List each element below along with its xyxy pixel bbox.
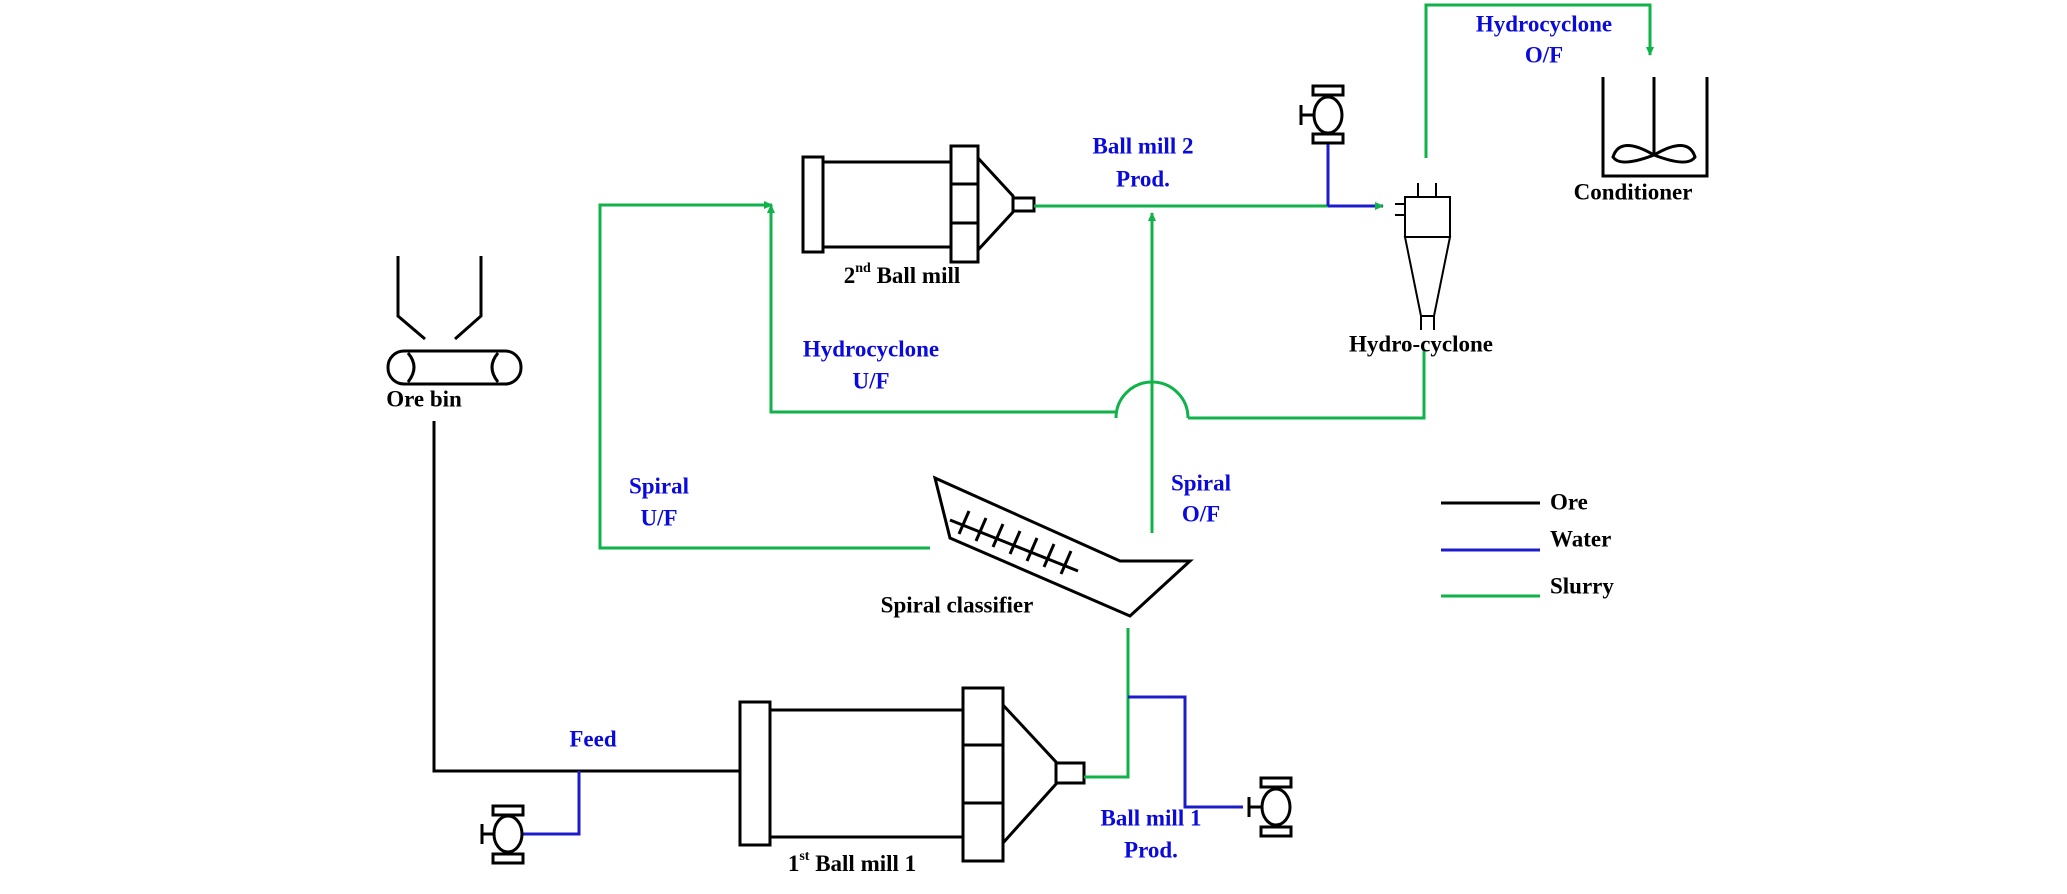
ball-mill-2-ordinal: 2 — [844, 263, 856, 288]
spiral-classifier — [932, 475, 1194, 618]
hydrocyclone-of-label-line1: Hydrocyclone — [1476, 11, 1612, 36]
ball-mill-2-prod-label-line2: Prod. — [1116, 166, 1170, 191]
hydrocyclone-water-valve-icon — [1299, 84, 1345, 145]
hydrocyclone-overflow-line — [1424, 3, 1654, 158]
conveyor-belt-icon — [386, 349, 523, 386]
ball-mill-2 — [801, 144, 1036, 264]
feed-label: Feed — [569, 726, 616, 751]
spiral-underflow-line — [598, 201, 930, 550]
screw-auger-icon — [949, 510, 1079, 575]
ball-mill-1 — [738, 686, 1086, 863]
ball-mill-1-prod-label-line2: Prod. — [1124, 837, 1178, 862]
hydrocyclone-uf-label-line2: U/F — [852, 368, 889, 393]
ore-feed-line — [432, 421, 740, 773]
agitator-impeller-icon — [1611, 144, 1697, 164]
conditioner-tank — [1601, 77, 1709, 178]
ball-mill-1-ordinal: 1 — [788, 851, 800, 876]
ore-bin-label: Ore bin — [386, 386, 462, 411]
legend-label-slurry: Slurry — [1550, 573, 1614, 598]
ball-mill-1-name: Ball mill 1 — [809, 851, 916, 876]
ball-mill-2-label: 2nd Ball mill — [844, 261, 961, 288]
ball-mill-1-water-line — [1128, 695, 1243, 809]
feed-water-valve-icon — [480, 804, 525, 865]
ball-mill-2-superscript: nd — [855, 261, 871, 276]
ball-mill-1-product-line — [1084, 628, 1130, 779]
spiral-classifier-label: Spiral classifier — [881, 592, 1034, 617]
hydrocyclone-label: Hydro-cyclone — [1349, 331, 1493, 356]
spiral-of-label-line1: Spiral — [1171, 470, 1231, 495]
ball-mill-1-superscript: st — [799, 849, 809, 864]
spiral-uf-label-line2: U/F — [640, 505, 677, 530]
ball-mill-1-label: 1st Ball mill 1 — [788, 849, 916, 876]
spiral-uf-label-line1: Spiral — [629, 473, 689, 498]
legend-label-ore: Ore — [1550, 489, 1588, 514]
hydrocyclone — [1395, 183, 1452, 330]
hydrocyclone-of-label-line2: O/F — [1525, 42, 1563, 67]
ball-mill-2-name: Ball mill — [871, 263, 960, 288]
spiral-of-label-line2: O/F — [1182, 501, 1220, 526]
hydrocyclone-uf-label-line1: Hydrocyclone — [803, 336, 939, 361]
ball-mill-2-prod-label-line1: Ball mill 2 — [1093, 133, 1194, 158]
legend-label-water: Water — [1550, 526, 1611, 551]
legend: Ore Water Slurry — [1441, 489, 1614, 598]
ball-mill-1-prod-label-line1: Ball mill 1 — [1101, 805, 1202, 830]
ball-mill-1-water-valve-icon — [1247, 776, 1293, 838]
ore-bin — [386, 256, 523, 386]
feed-water-line — [523, 771, 581, 836]
conditioner-label: Conditioner — [1574, 179, 1693, 204]
hydrocyclone-underflow-line — [767, 204, 1426, 420]
